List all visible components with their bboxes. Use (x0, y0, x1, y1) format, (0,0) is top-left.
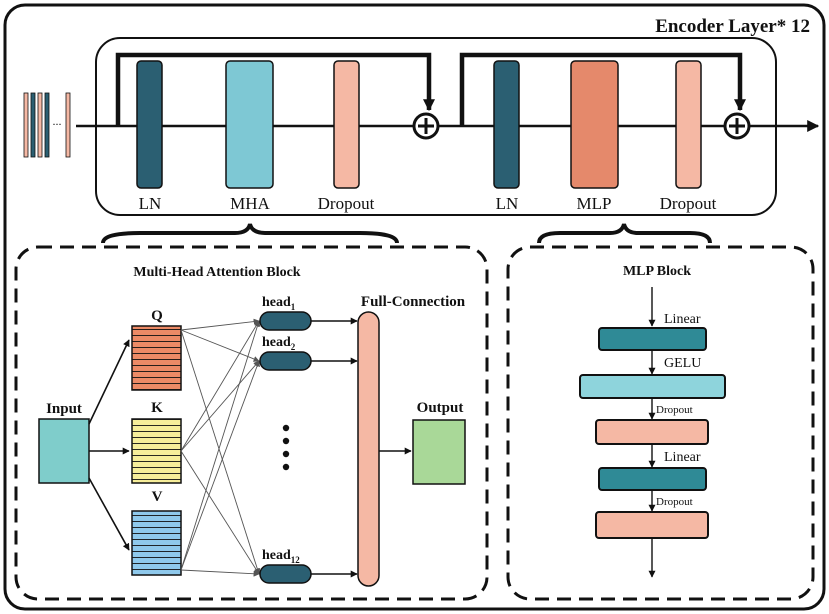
mha-detail-box (14, 245, 489, 601)
output-label: Output (417, 400, 464, 416)
head-1-label: head1 (262, 295, 296, 312)
head-2 (259, 351, 312, 371)
v-matrix-stripes (132, 511, 181, 575)
k-matrix-stripes (132, 419, 181, 483)
label-mha: MHA (230, 194, 270, 213)
ln-block-2 (493, 60, 520, 189)
arrow-input-q (88, 339, 130, 425)
head-12 (259, 564, 312, 584)
full-connection-bar (357, 311, 380, 587)
ln-block-1 (136, 60, 163, 189)
mlp-detail-box (506, 245, 815, 601)
v-label: V (152, 489, 163, 505)
label-dropout-1: Dropout (318, 194, 375, 213)
mlp-linear-2-label: Linear (664, 450, 701, 465)
mlp-detail-title: MLP Block (623, 264, 691, 279)
mlp-dropout-2-label: Dropout (656, 496, 693, 508)
brace-mha (101, 223, 399, 244)
dropout-block-1 (333, 60, 360, 189)
qkv-head-connections (180, 318, 261, 577)
mlp-linear-2 (598, 467, 707, 491)
head-2-label: head2 (262, 335, 296, 352)
label-mlp: MLP (577, 194, 612, 213)
encoder-title: Encoder Layer* 12 (655, 16, 810, 37)
dropout-block-2 (675, 60, 702, 189)
mha-input-label: Input (46, 401, 82, 417)
input-token-strips (23, 92, 71, 158)
heads-ellipsis (282, 424, 290, 471)
mlp-dropout-1-label: Dropout (656, 404, 693, 416)
input-ellipsis: ... (53, 114, 62, 128)
mlp-gelu (579, 374, 726, 399)
label-ln-1: LN (139, 194, 162, 213)
residual-skip-2 (459, 52, 746, 126)
brace-mlp (537, 223, 712, 244)
mlp-block (570, 60, 619, 189)
output-box (412, 419, 466, 485)
head-1 (259, 311, 312, 331)
outer-frame (3, 3, 826, 611)
mha-detail-title: Multi-Head Attention Block (133, 265, 300, 280)
full-connection-label: Full-Connection (361, 294, 466, 310)
mlp-gelu-label: GELU (664, 356, 701, 371)
mha-block (225, 60, 274, 189)
label-dropout-2: Dropout (660, 194, 717, 213)
mlp-dropout-2 (595, 511, 709, 539)
arrow-input-v (88, 477, 130, 551)
q-matrix-stripes (132, 326, 181, 390)
k-label: K (151, 400, 163, 416)
mlp-dropout-1 (595, 419, 709, 445)
mlp-linear-1 (598, 327, 707, 351)
label-ln-2: LN (496, 194, 519, 213)
residual-skip-1 (115, 52, 435, 126)
mha-input-box (38, 418, 90, 484)
head-12-label: head12 (262, 548, 300, 565)
q-label: Q (151, 308, 163, 324)
add-node-1 (412, 112, 440, 140)
mlp-linear-1-label: Linear (664, 312, 701, 327)
add-node-2 (723, 112, 751, 140)
